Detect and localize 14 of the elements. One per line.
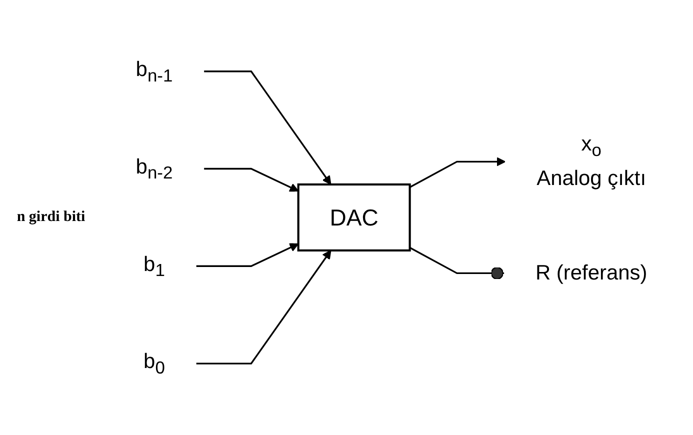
node-text: R (referans) bbox=[535, 262, 648, 285]
arrow bbox=[204, 168, 299, 192]
node-box: DAC bbox=[297, 183, 411, 252]
node-text: b$_{n-2}$ bbox=[136, 156, 173, 183]
arrow bbox=[204, 70, 332, 185]
arrow bbox=[196, 250, 332, 364]
arrow bbox=[409, 157, 506, 188]
connector bbox=[409, 246, 504, 280]
node-text: b$_{n-1}$ bbox=[136, 58, 173, 86]
arrow bbox=[196, 243, 299, 268]
node-text: b$_{0}$ bbox=[144, 350, 165, 378]
node-text: x$_{o}$ Analog çıktı bbox=[536, 132, 646, 191]
node-text: b$_{1}$ bbox=[144, 253, 165, 280]
note-label: n girdi biti bbox=[16, 209, 86, 226]
